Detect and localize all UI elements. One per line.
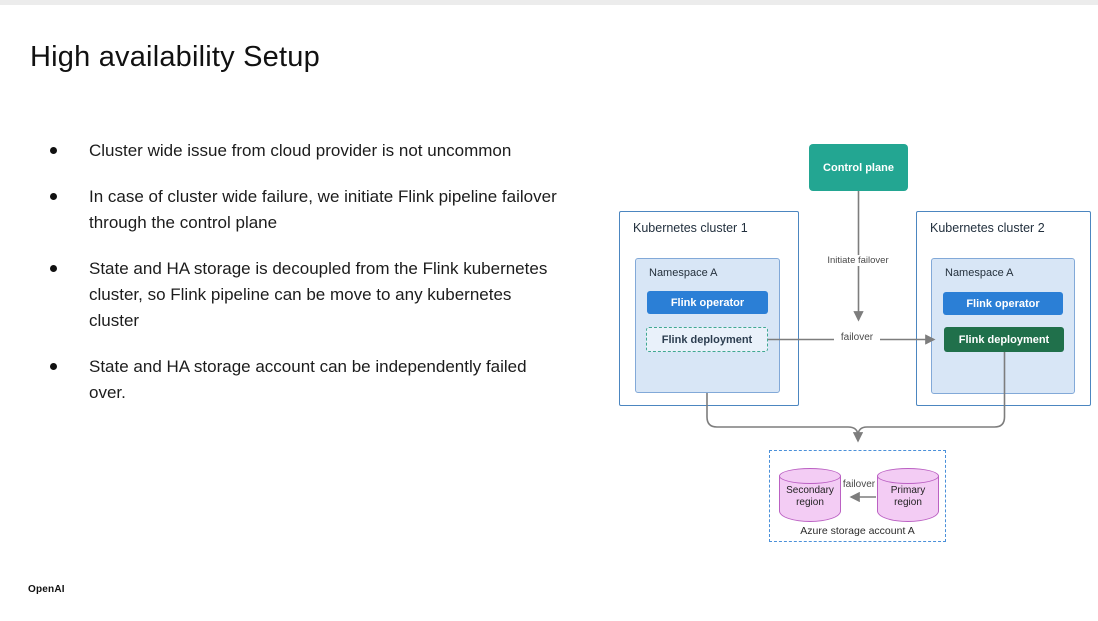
- namespace-a-box-cluster-2: Namespace A: [931, 258, 1075, 394]
- bullet-dot: [50, 363, 57, 370]
- azure-storage-caption: Azure storage account A: [800, 525, 915, 537]
- list-item: State and HA storage account can be inde…: [50, 354, 565, 406]
- bullet-list: Cluster wide issue from cloud provider i…: [50, 138, 565, 426]
- flink-operator-label: Flink operator: [966, 297, 1040, 310]
- control-plane-label: Control plane: [823, 161, 894, 174]
- initiate-failover-label: Initiate failover: [816, 255, 900, 266]
- bullet-dot: [50, 193, 57, 200]
- flink-operator-box-cluster-1: Flink operator: [647, 291, 768, 314]
- flink-deployment-box-cluster-1: Flink deployment: [646, 327, 768, 352]
- list-item: Cluster wide issue from cloud provider i…: [50, 138, 565, 164]
- bullet-text: State and HA storage account can be inde…: [89, 357, 527, 402]
- list-item: In case of cluster wide failure, we init…: [50, 184, 565, 236]
- bullet-dot: [50, 147, 57, 154]
- bullet-text: Cluster wide issue from cloud provider i…: [89, 141, 512, 160]
- flink-deployment-box-cluster-2: Flink deployment: [944, 327, 1064, 352]
- openai-logo: OpenAI: [28, 584, 65, 595]
- secondary-region-label: Secondary region: [786, 485, 834, 508]
- secondary-region-cylinder: Secondary region: [779, 468, 841, 523]
- bullet-text: In case of cluster wide failure, we init…: [89, 187, 557, 232]
- cluster-failover-label: failover: [834, 332, 880, 343]
- namespace-label: Namespace A: [649, 267, 718, 279]
- primary-region-cylinder: Primary region: [877, 468, 939, 523]
- page-title: High availability Setup: [30, 41, 320, 74]
- cluster-1-title: Kubernetes cluster 1: [633, 221, 748, 235]
- cylinder-cap: [779, 468, 841, 484]
- control-plane-box: Control plane: [809, 144, 908, 191]
- top-divider: [0, 0, 1098, 5]
- namespace-a-box-cluster-1: Namespace A: [635, 258, 780, 393]
- flink-operator-label: Flink operator: [670, 296, 745, 309]
- list-item: State and HA storage is decoupled from t…: [50, 256, 565, 334]
- flink-deployment-label: Flink deployment: [661, 333, 753, 346]
- bullet-text: State and HA storage is decoupled from t…: [89, 259, 548, 330]
- namespace-label: Namespace A: [945, 267, 1014, 279]
- flink-operator-box-cluster-2: Flink operator: [943, 292, 1063, 315]
- cluster-2-title: Kubernetes cluster 2: [930, 221, 1045, 235]
- flink-deployment-label: Flink deployment: [958, 333, 1050, 346]
- primary-region-label: Primary region: [890, 485, 926, 508]
- cylinder-cap: [877, 468, 939, 484]
- bullet-dot: [50, 265, 57, 272]
- storage-failover-label: failover: [842, 479, 876, 490]
